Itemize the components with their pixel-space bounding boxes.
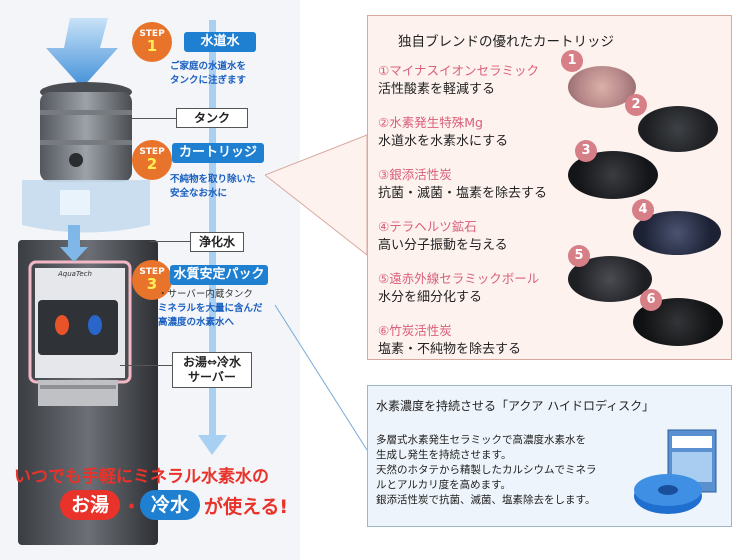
cartridge-item-4-name: ④テラヘルツ鉱石 (378, 219, 477, 234)
cartridge-item-5-name: ⑤遠赤外線セラミックボール (378, 271, 540, 286)
cartridge-panel: 独自ブレンドの優れたカートリッジ ①マイナスイオンセラミック 活性酸素を軽減する… (367, 15, 732, 360)
purified-water-label: 浄化水 (190, 232, 244, 252)
step-3-desc: ・サーバー内蔵タンク ミネラルを大量に含んだ 高濃度の水素水へ (158, 289, 263, 328)
slogan-tail: が使える! (204, 496, 289, 518)
cartridge-item-1-desc: 活性酸素を軽減する (378, 82, 496, 97)
cartridge-item-3-desc: 抗菌・滅菌・塩素を除去する (378, 186, 548, 201)
hydro-disk-product-image (634, 429, 717, 514)
flow-line (209, 20, 216, 440)
cartridge-item-1-name: ①マイナスイオンセラミック (378, 63, 539, 78)
brand-plate: AquaTech (58, 270, 92, 278)
disk-pointer-line (274, 304, 368, 451)
media-number-3: 3 (575, 140, 597, 162)
tank-label: タンク (176, 108, 248, 128)
step-1-title: 水道水 (184, 32, 256, 52)
media-number-6: 6 (640, 289, 662, 311)
cartridge-item-2-name: ②水素発生特殊Mg (378, 115, 483, 130)
media-number-4: 4 (632, 199, 654, 221)
cartridge-item-3-name: ③銀添活性炭 (378, 167, 452, 182)
disk-line-2: 生成し発生を持続させます。 (376, 449, 512, 461)
server-label: お湯⇔冷水サーバー (172, 352, 252, 388)
step-3-title: 水質安定パック (170, 265, 268, 285)
media-number-1: 1 (561, 50, 583, 72)
cartridge-item-2-desc: 水道水を水素水にする (378, 134, 509, 149)
cartridge-item-4-desc: 高い分子振動を与える (378, 238, 508, 253)
cartridge-item-5-desc: 水分を細分化する (378, 290, 483, 305)
water-server-graphic (18, 18, 227, 545)
purified-connector (150, 241, 190, 242)
disk-line-5: 銀添活性炭で抗菌、滅菌、塩素除去をします。 (376, 494, 596, 506)
media-magnesium-image (638, 106, 718, 152)
media-number-5: 5 (568, 245, 590, 267)
disk-title: 水素濃度を持続させる「アクア ハイドロディスク」 (376, 399, 655, 413)
step-2-desc: 不純物を取り除いた安全なお水に (170, 174, 256, 199)
hydro-disk-panel: 水素濃度を持続させる「アクア ハイドロディスク」 多層式水素発生セラミックで高濃… (367, 385, 732, 527)
disk-line-1: 多層式水素発生セラミックで高濃度水素水を (376, 434, 586, 446)
disk-line-4: ルとアルカリ度を高めます。 (376, 479, 512, 491)
step-1-desc: ご家庭の水道水をタンクに注ぎます (170, 61, 247, 86)
server-connector (120, 365, 172, 366)
media-ceramic-image (568, 66, 636, 108)
slogan-hot-badge: お湯 (60, 490, 120, 520)
cartridge-title: 独自ブレンドの優れたカートリッジ (398, 34, 614, 50)
cartridge-item-6-desc: 塩素・不純物を除去する (378, 342, 522, 357)
step-2-title: カートリッジ (172, 143, 264, 163)
slogan-dot: ・ (122, 496, 142, 518)
tank-connector (128, 118, 176, 119)
slogan-cold-badge: 冷水 (140, 490, 200, 520)
media-number-2: 2 (625, 94, 647, 116)
disk-line-3: 天然のホタテから精製したカルシウムでミネラ (376, 464, 597, 476)
slogan-line: いつでも手軽にミネラル水素水の (14, 467, 269, 487)
cartridge-item-6-name: ⑥竹炭活性炭 (378, 323, 452, 338)
inflow-arrow (46, 18, 118, 88)
